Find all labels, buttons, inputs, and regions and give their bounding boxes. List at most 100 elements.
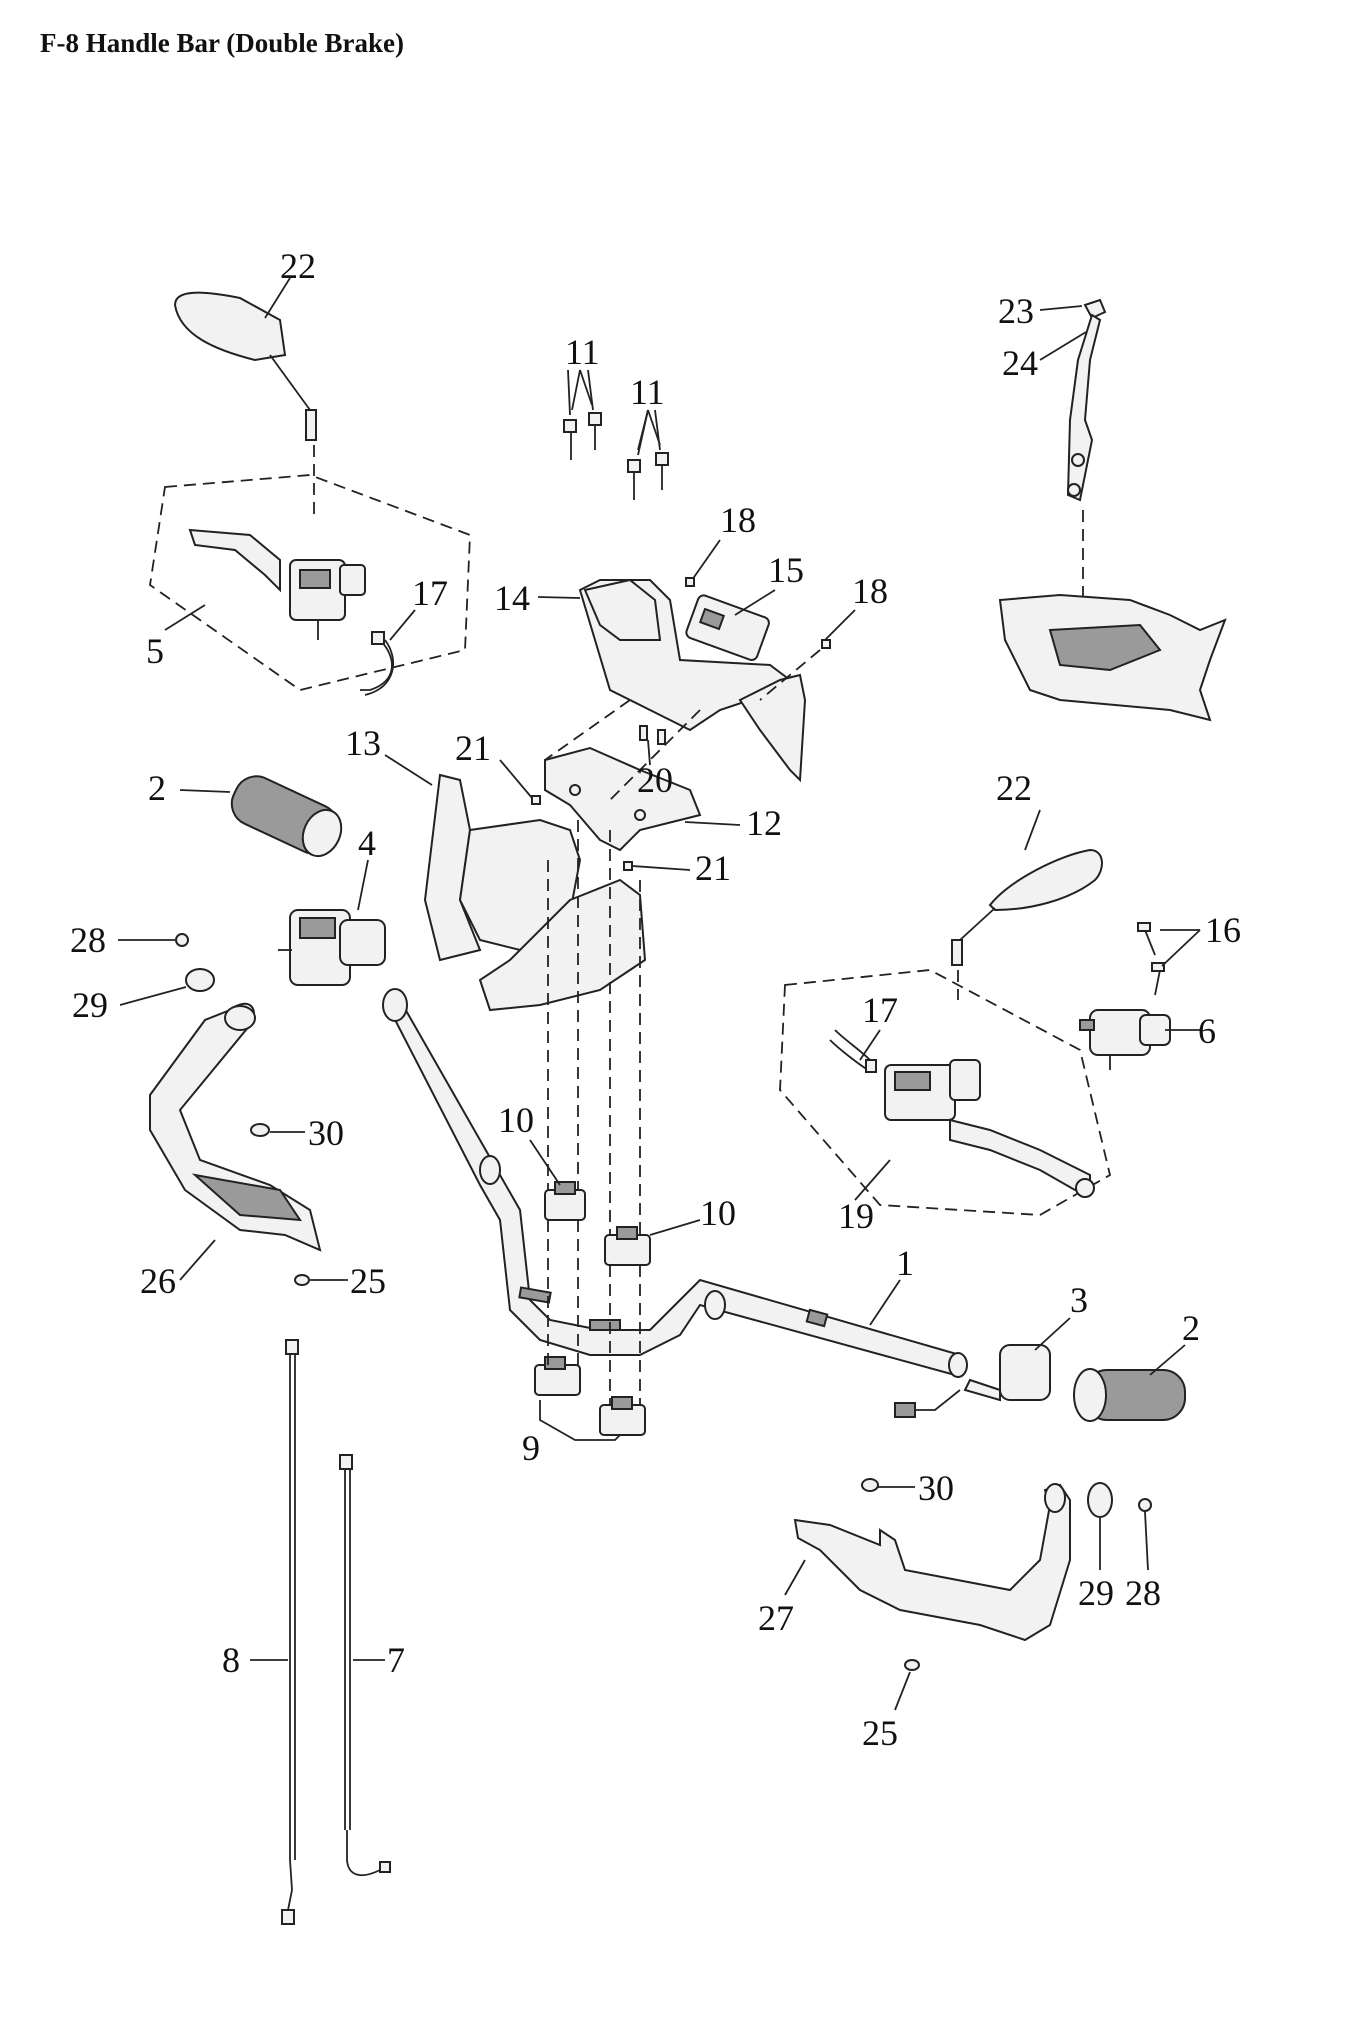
callout-2-right: 2 — [1182, 1308, 1200, 1348]
leader-24 — [1039, 331, 1087, 361]
screw-21a — [531, 795, 541, 805]
right-mirror — [951, 848, 1103, 1000]
bolt-28-right — [1138, 1498, 1152, 1512]
leader-14 — [537, 596, 581, 599]
callout-17-left: 17 — [412, 573, 448, 613]
callout-30-right: 30 — [918, 1468, 954, 1508]
callout-14: 14 — [494, 578, 530, 618]
callout-28-left: 28 — [70, 920, 106, 960]
page-title: F-8 Handle Bar (Double Brake) — [40, 28, 404, 58]
screw-18b — [821, 639, 831, 649]
bolt-28-left — [175, 933, 189, 947]
callout-21-a: 21 — [455, 728, 491, 768]
leader-9 — [539, 1400, 621, 1441]
callout-8: 8 — [222, 1640, 240, 1680]
washer-30-left — [250, 1123, 270, 1137]
leader-21a — [499, 759, 533, 799]
handlebar-switch-15 — [685, 594, 770, 661]
leader-29a — [119, 986, 187, 1006]
right-grip — [1073, 1368, 1186, 1422]
callout-18-a: 18 — [720, 500, 756, 540]
screw-20b — [657, 729, 666, 745]
leader-21b — [631, 865, 691, 871]
callout-16: 16 — [1205, 910, 1241, 950]
washer-30-right — [861, 1478, 879, 1492]
leader-17a — [389, 609, 416, 641]
handle-bar-1 — [382, 988, 968, 1378]
clamp-10-right — [604, 1226, 651, 1266]
leader-5 — [164, 604, 206, 631]
leader-23 — [1039, 305, 1083, 311]
leader-12 — [684, 821, 741, 826]
callout-29-right: 29 — [1078, 1573, 1114, 1613]
front-fairing-13 — [423, 773, 647, 1012]
callout-19: 19 — [838, 1196, 874, 1236]
leader-4 — [357, 859, 369, 911]
leader-1 — [869, 1279, 901, 1326]
leader-15 — [734, 589, 776, 616]
leader-18a — [691, 539, 721, 581]
callout-25-right: 25 — [862, 1713, 898, 1753]
callout-3: 3 — [1070, 1280, 1088, 1320]
callout-1: 1 — [896, 1243, 914, 1283]
leader-2a — [179, 789, 231, 793]
right-lever-group-outline — [779, 969, 1112, 1216]
screw-18a — [685, 577, 695, 587]
right-brake-lever — [884, 1059, 1095, 1198]
callout-22-right: 22 — [996, 768, 1032, 808]
right-hand-guard — [793, 1483, 1071, 1642]
clamp-9-left — [534, 1356, 581, 1396]
callout-17-right: 17 — [862, 990, 898, 1030]
leader-10a — [529, 1139, 561, 1186]
callout-11-b: 11 — [630, 372, 665, 412]
handlebar-upper-cover — [578, 578, 803, 732]
leader-27 — [784, 1559, 806, 1596]
callout-6: 6 — [1198, 1011, 1216, 1051]
leader-3 — [1034, 1317, 1071, 1351]
leader-22a — [264, 277, 291, 319]
shift-lever-23-24 — [1066, 298, 1107, 620]
leader-16 — [1160, 929, 1201, 967]
leader-13 — [384, 754, 433, 786]
left-mirror — [173, 291, 317, 520]
callout-30-left: 30 — [308, 1113, 344, 1153]
leader-28b — [1144, 1511, 1149, 1571]
callout-13: 13 — [345, 723, 381, 763]
callout-27: 27 — [758, 1598, 794, 1638]
callout-28-right: 28 — [1125, 1573, 1161, 1613]
callout-22-left: 22 — [280, 246, 316, 286]
callout-20: 20 — [637, 760, 673, 800]
callout-9: 9 — [522, 1428, 540, 1468]
leader-19 — [854, 1159, 891, 1201]
callout-5: 5 — [146, 631, 164, 671]
leader-25b — [894, 1671, 911, 1711]
callout-12: 12 — [746, 803, 782, 843]
mounting-bracket-12 — [544, 746, 702, 852]
left-master-cylinder — [278, 909, 386, 986]
right-switch-6 — [1079, 1009, 1171, 1070]
left-lever-group-outline — [149, 474, 471, 691]
washer-29-left — [185, 968, 215, 992]
leader-11a — [571, 369, 593, 411]
screw-20 — [639, 725, 648, 741]
callout-23: 23 — [998, 291, 1034, 331]
left-switch-wire — [360, 631, 394, 696]
callout-26: 26 — [140, 1261, 176, 1301]
screw-21b — [623, 861, 633, 871]
leader-22b — [1024, 809, 1041, 851]
callout-15: 15 — [768, 550, 804, 590]
leader-11b — [637, 409, 661, 451]
leader-26 — [179, 1239, 216, 1281]
leader-20 — [647, 739, 651, 766]
callout-7: 7 — [387, 1640, 405, 1680]
callout-18-b: 18 — [852, 571, 888, 611]
callout-24: 24 — [1002, 343, 1038, 383]
callout-21-b: 21 — [695, 848, 731, 888]
callout-29-left: 29 — [72, 985, 108, 1025]
washer-25-left — [294, 1274, 310, 1286]
washer-25-right — [904, 1659, 920, 1671]
cable-7 — [339, 1454, 391, 1877]
callout-10-a: 10 — [498, 1100, 534, 1140]
leader-18b — [824, 609, 856, 641]
